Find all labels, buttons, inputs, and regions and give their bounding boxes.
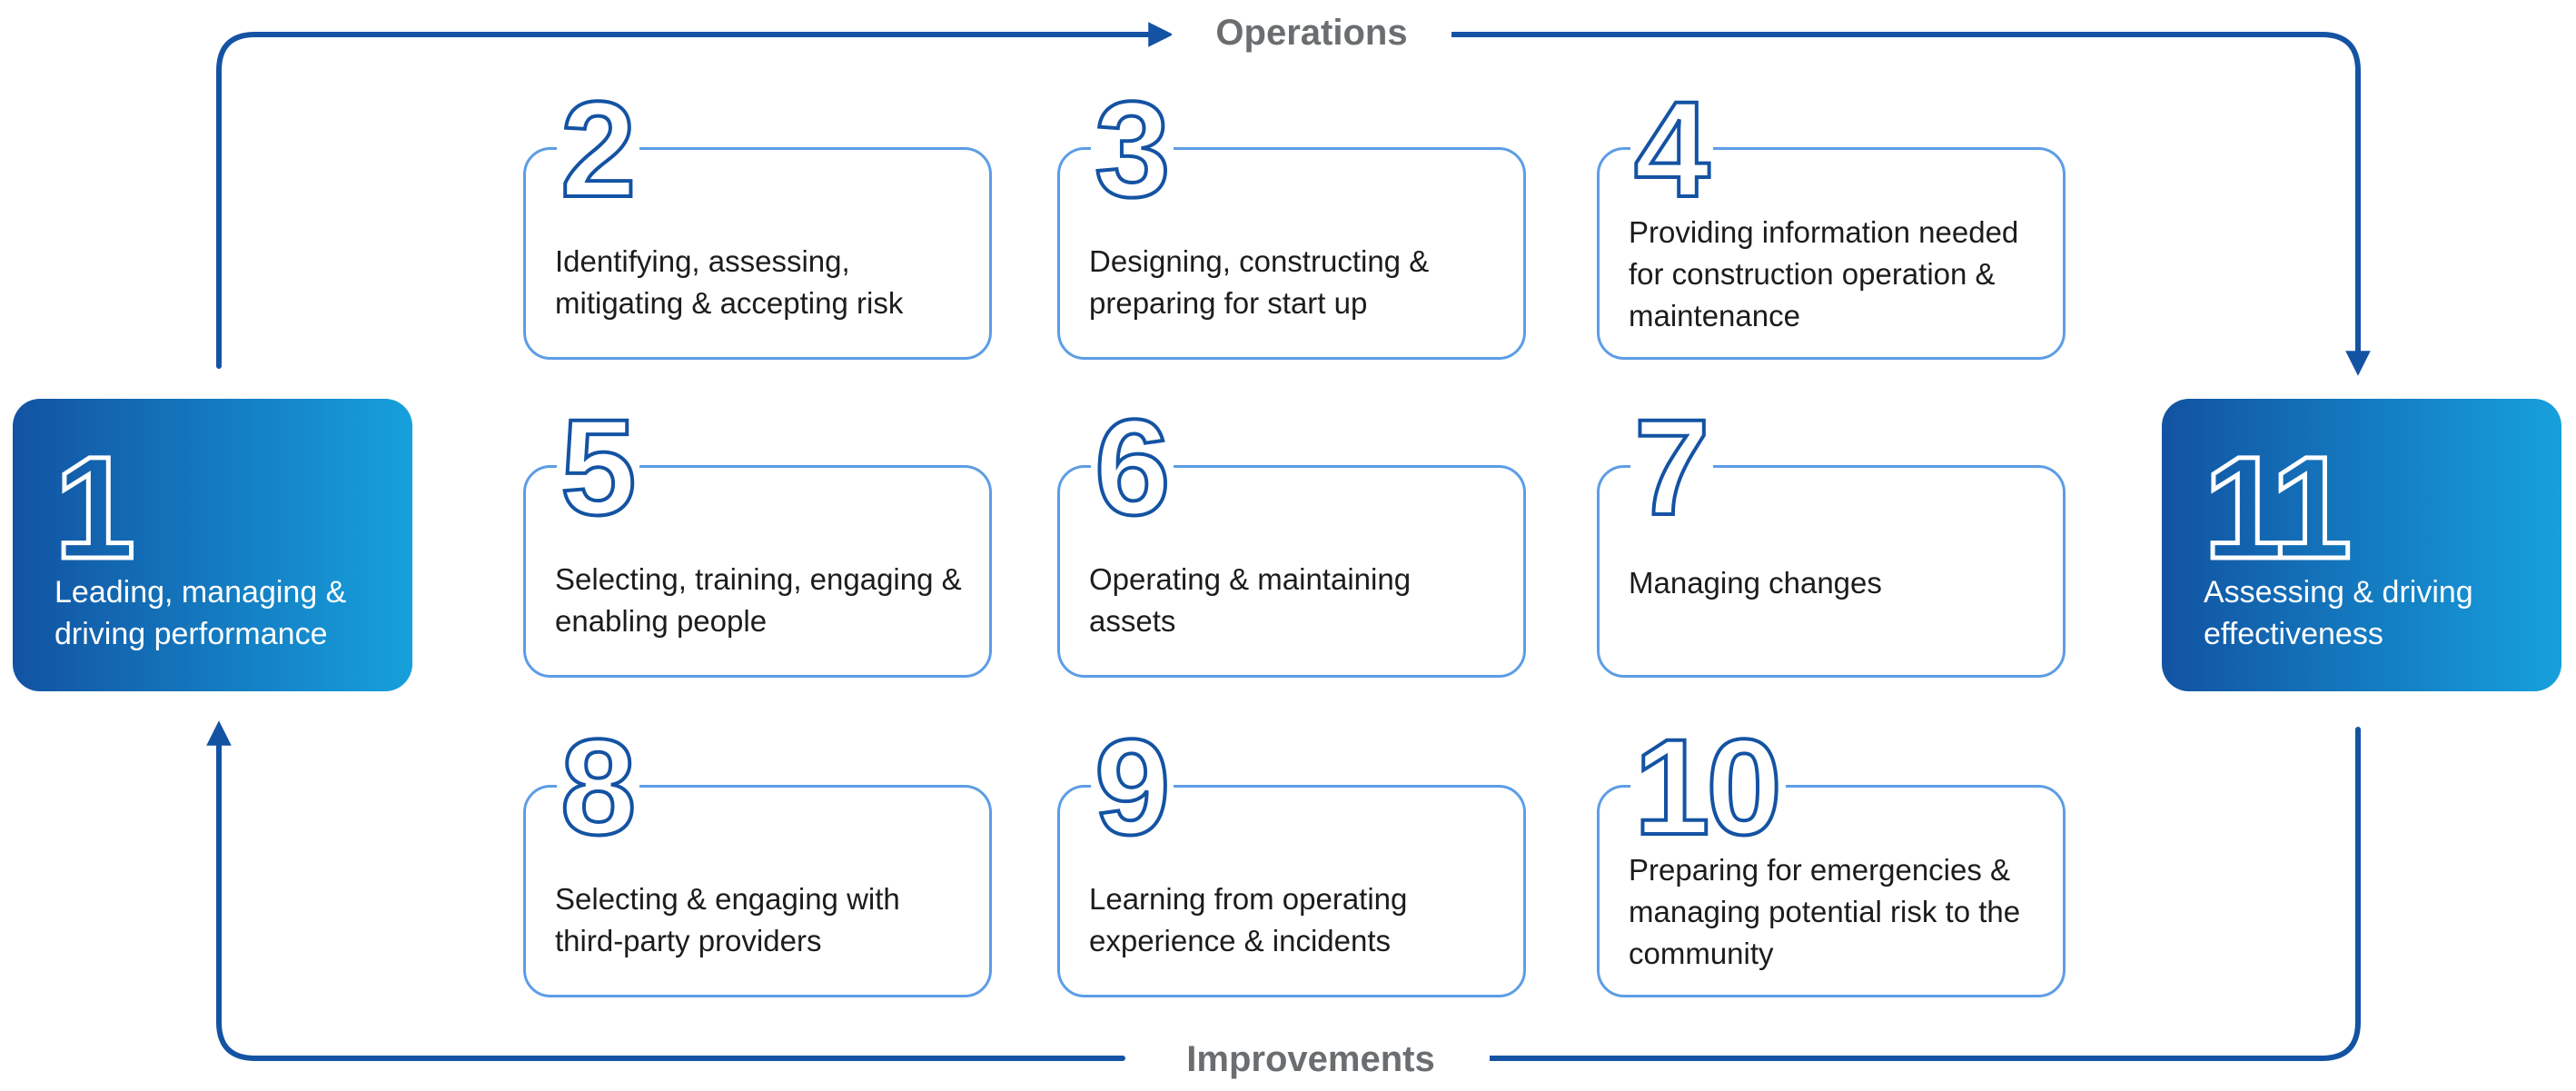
top-right-arrow (1414, 32, 2371, 376)
start-box-text: Leading, managing & driving performance (54, 575, 347, 651)
step-card-10: 10 Preparing for emergencies & managing … (1597, 717, 2066, 997)
step-card-6: 6 Operating & maintaining assets (1057, 397, 1526, 678)
step-text: Operating & maintaining assets (1089, 562, 1412, 638)
step-card-5: 5 Selecting, training, engaging & enabli… (523, 397, 992, 678)
step-text: Selecting, training, engaging & enabling… (555, 562, 962, 638)
step-number: 2 (557, 79, 640, 219)
end-box-number: 11 (2202, 426, 2354, 589)
step-number: 10 (1630, 717, 1786, 857)
step-text: Selecting & engaging with third-party pr… (555, 882, 900, 957)
step-number: 4 (1630, 79, 1714, 219)
top-left-arrow (216, 22, 1174, 369)
start-box: 1 Leading, managing & driving performanc… (13, 399, 412, 691)
step-text: Designing, constructing & preparing for … (1089, 244, 1430, 320)
end-box: 11 Assessing & driving effectiveness (2162, 399, 2561, 691)
step-number: 7 (1630, 397, 1714, 537)
end-box-text: Assessing & driving effectiveness (2204, 575, 2473, 651)
step-card-3: 3 Designing, constructing & preparing fo… (1057, 79, 1526, 360)
step-number: 8 (557, 717, 640, 857)
bottom-left-arrow (206, 720, 1125, 1061)
step-number: 3 (1091, 79, 1174, 219)
step-card-4: 4 Providing information needed for const… (1597, 79, 2066, 360)
step-text: Learning from operating experience & inc… (1089, 882, 1408, 957)
improvements-label: Improvements (1132, 1037, 1490, 1081)
step-number: 9 (1091, 717, 1174, 857)
step-card-9: 9 Learning from operating experience & i… (1057, 717, 1526, 997)
operations-label: Operations (1172, 11, 1451, 55)
step-text: Managing changes (1629, 566, 1882, 600)
bottom-right-arrow (1444, 727, 2361, 1071)
step-card-8: 8 Selecting & engaging with third-party … (523, 717, 992, 997)
step-card-7: 7 Managing changes (1597, 397, 2066, 678)
step-text: Preparing for emergencies & managing pot… (1629, 853, 2021, 970)
step-number: 6 (1091, 397, 1174, 537)
step-text: Identifying, assessing, mitigating & acc… (555, 244, 904, 320)
start-box-number: 1 (53, 426, 138, 589)
step-card-2: 2 Identifying, assessing, mitigating & a… (523, 79, 992, 360)
step-text: Providing information needed for constru… (1629, 215, 2019, 332)
step-number: 5 (557, 397, 640, 537)
